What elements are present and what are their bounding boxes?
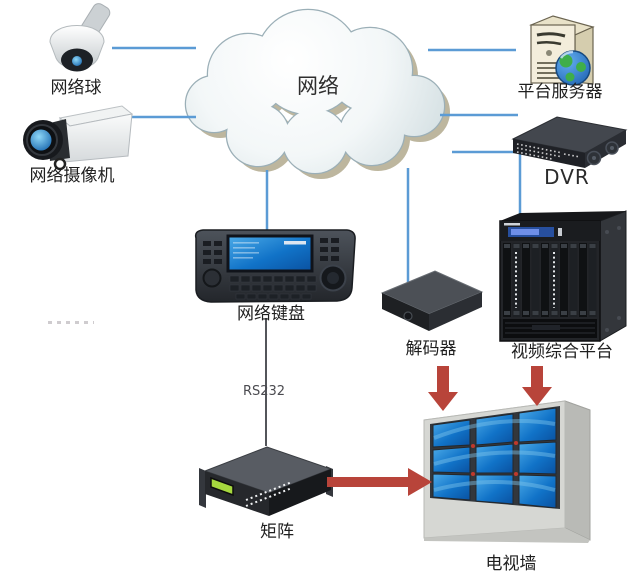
box-camera-label: 网络摄像机 xyxy=(29,166,115,186)
matrix-label: 矩阵 xyxy=(260,522,294,542)
tv-wall-label: 电视墙 xyxy=(485,554,537,574)
dvr-label: DVR xyxy=(544,165,590,189)
platform-label: 视频综合平台 xyxy=(511,342,613,362)
cloud-label: 网络 xyxy=(297,74,339,98)
keyboard-label: 网络键盘 xyxy=(237,304,305,324)
decoder-device xyxy=(380,270,484,331)
platform-server xyxy=(529,15,595,86)
video-platform xyxy=(499,210,627,342)
watermark-smudge xyxy=(48,321,94,324)
arrow-decoder-to-wall xyxy=(428,366,458,411)
dome-camera-label: 网络球 xyxy=(50,78,102,98)
box-camera xyxy=(23,105,134,171)
link-cloud-platform xyxy=(452,150,522,216)
matrix-device xyxy=(199,446,333,516)
dvr-device xyxy=(511,116,628,168)
decoder-label: 解码器 xyxy=(405,339,457,359)
globe-icon xyxy=(555,50,591,86)
red-arrows xyxy=(327,366,552,496)
server-label: 平台服务器 xyxy=(517,82,603,102)
arrow-matrix-to-wall xyxy=(327,468,432,496)
network-keyboard xyxy=(194,229,356,303)
arrow-platform-to-wall xyxy=(522,366,552,406)
rs232-label: RS232 xyxy=(242,384,286,399)
tv-wall xyxy=(423,400,591,543)
dome-camera xyxy=(49,3,111,72)
